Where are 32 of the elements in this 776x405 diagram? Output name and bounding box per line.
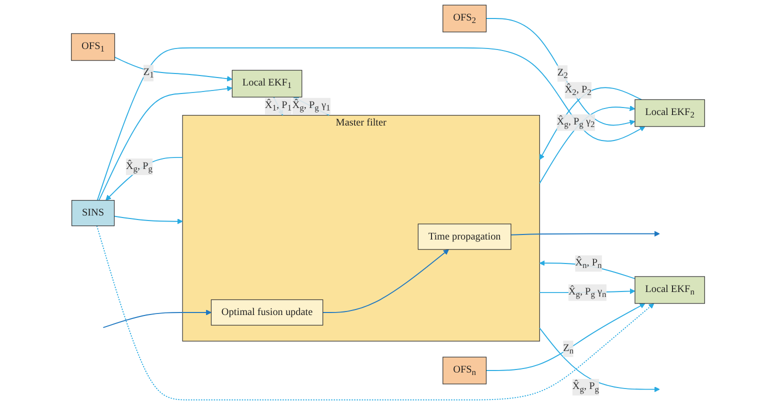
edge-label: Z$_{n}$ — [563, 342, 574, 356]
edge-label: X̂$_{g}$, P$_{g}$ γ$_{n}$ — [568, 286, 606, 300]
arrow — [510, 230, 660, 237]
node-box: Local EKF$_{1}$ — [232, 70, 302, 98]
edge-label: Z$_{2}$ — [557, 67, 568, 80]
arrow — [486, 303, 646, 371]
arrow — [539, 106, 636, 184]
arrow — [102, 310, 212, 328]
edge-label: X̂$_{2}$, P$_{2}$ — [564, 84, 592, 97]
arrow — [114, 56, 232, 82]
edge-label: X̂$_{g}$, P$_{g}$ γ$_{2}$ — [556, 116, 595, 130]
edge-label: X̂$_{n}$, P$_{n}$ — [575, 257, 602, 270]
arrow — [322, 249, 449, 313]
node-box: SINS — [71, 200, 115, 226]
node-box: Local EKF$_{2}$ — [634, 99, 705, 127]
arrow — [96, 225, 654, 400]
node-box: Optimal fusion update — [210, 299, 324, 326]
edge-label: X̂$_{g}$, P$_{g}$ — [572, 380, 599, 394]
node-box: OFS$_{2}$ — [442, 4, 487, 32]
edge-label: X̂$_{g}$, P$_{g}$ γ$_{1}$ — [292, 100, 330, 113]
node-box: OFS$_{n}$ — [442, 356, 487, 384]
arrow — [106, 156, 184, 201]
node-box: Time propagation — [418, 224, 512, 250]
node-box: OFS$_{1}$ — [71, 33, 116, 61]
edge-label: X̂$_{g}$, P$_{g}$ — [126, 160, 153, 174]
edge-label: Z$_{1}$ — [143, 66, 154, 80]
node-box: Local EKF$_{n}$ — [634, 276, 705, 304]
arrow — [539, 328, 660, 392]
arrow — [98, 86, 232, 201]
edge-label: X̂$_{1}$, P$_{1}$ — [264, 100, 292, 113]
arrow — [96, 47, 646, 201]
arrow — [114, 216, 183, 224]
